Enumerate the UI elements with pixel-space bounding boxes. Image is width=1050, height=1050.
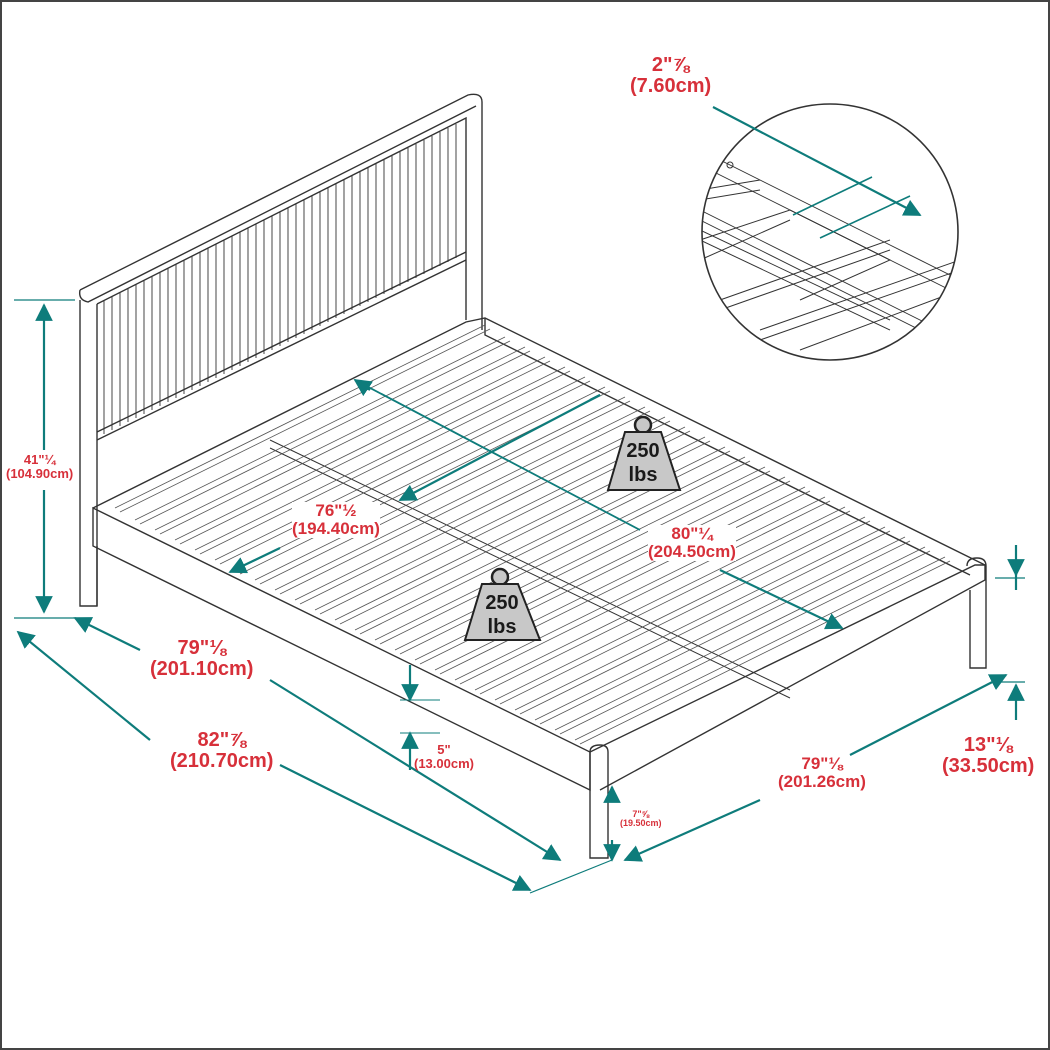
dim-inner-width-diagonal: 80"¼ (204.50cm) <box>648 524 736 561</box>
bed-slats <box>114 324 951 745</box>
slat-detail-inset <box>701 103 959 361</box>
weight-unit: lbs <box>487 616 517 638</box>
dim-inner-length: 76"½ (194.40cm) <box>292 501 380 538</box>
weight-value: 250 <box>485 592 519 614</box>
weight-unit: lbs <box>628 464 658 486</box>
dim-under-clearance: 5" (13.00cm) <box>414 742 474 771</box>
weight-label-lower: 250 lbs <box>467 586 537 676</box>
dim-frame-length: 79"⅛ (201.10cm) <box>150 637 254 680</box>
dim-overall-length: 82"⅞ (210.70cm) <box>170 729 274 772</box>
dim-leg-height: 7"⅝ (19.50cm) <box>620 809 662 829</box>
dim-frame-width: 79"⅛ (201.26cm) <box>778 754 866 791</box>
weight-icon-upper <box>606 415 682 491</box>
dim-headboard-height: 41"¼ (104.90cm) <box>6 452 74 481</box>
dim-frame-height: 13"⅛ (33.50cm) <box>942 734 1035 777</box>
headboard <box>78 93 483 607</box>
weight-label-upper: 250 lbs <box>608 434 678 524</box>
dim-slat-width: 2"⅞ (7.60cm) <box>630 54 712 97</box>
weight-icon-lower <box>463 567 542 641</box>
weight-value: 250 <box>626 440 660 462</box>
dimension-lines <box>14 106 1025 894</box>
